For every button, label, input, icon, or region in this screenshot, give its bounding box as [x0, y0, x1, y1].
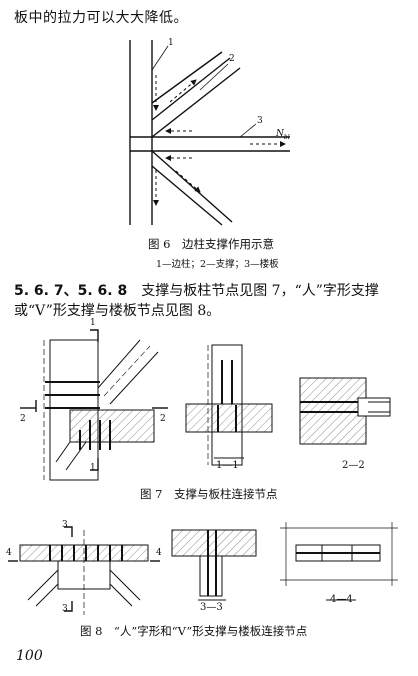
section-text: 支撑与板柱节点见图 7，“人”字形支撑或“V”形支撑与楼板节点见图 8。	[14, 283, 379, 319]
section-number: 5. 6. 7、5. 6. 8	[14, 283, 128, 299]
fig7-cut-1-top: 1	[90, 318, 96, 328]
figure-8	[8, 522, 398, 615]
fig7-cut-1-bottom: 1	[90, 463, 96, 473]
fig8-view-4-4: 4—4	[330, 594, 353, 605]
fig7-view-1-1: 1—1	[216, 460, 239, 471]
fig7-cut-2-left: 2	[20, 414, 26, 424]
fig7-cut-2-right: 2	[160, 414, 166, 424]
fig8-caption: 图 8 “人”字形和“V”形支撑与楼板连接节点	[80, 624, 308, 638]
section-paragraph: 5. 6. 7、5. 6. 8 支撑与板柱节点见图 7，“人”字形支撑或“V”形…	[14, 281, 409, 321]
fig6-caption: 图 6 边柱支撑作用示意	[148, 237, 274, 251]
fig8-view-3-3: 3—3	[200, 602, 223, 613]
fig6-legend: 1—边柱；2—支撑；3—楼板	[156, 259, 279, 270]
fig8-cut-4-left: 4	[6, 548, 12, 558]
fig8-cut-3-bottom: 3	[62, 604, 68, 614]
figure-6	[129, 40, 290, 226]
fig7-view-2-2: 2—2	[342, 460, 365, 471]
fig6-force-label: Nbl	[276, 129, 290, 141]
intro-text: 板中的拉力可以大大降低。	[14, 10, 188, 26]
fig6-label-column: 1	[168, 38, 174, 48]
fig6-label-brace: 2	[229, 54, 235, 64]
fig8-cut-3-top: 3	[62, 520, 68, 530]
page-number: 100	[16, 648, 43, 664]
fig7-caption: 图 7 支撑与板柱连接节点	[140, 487, 278, 501]
fig8-cut-4-right: 4	[156, 548, 162, 558]
figure-7	[20, 329, 391, 481]
fig6-label-slab: 3	[257, 116, 263, 126]
